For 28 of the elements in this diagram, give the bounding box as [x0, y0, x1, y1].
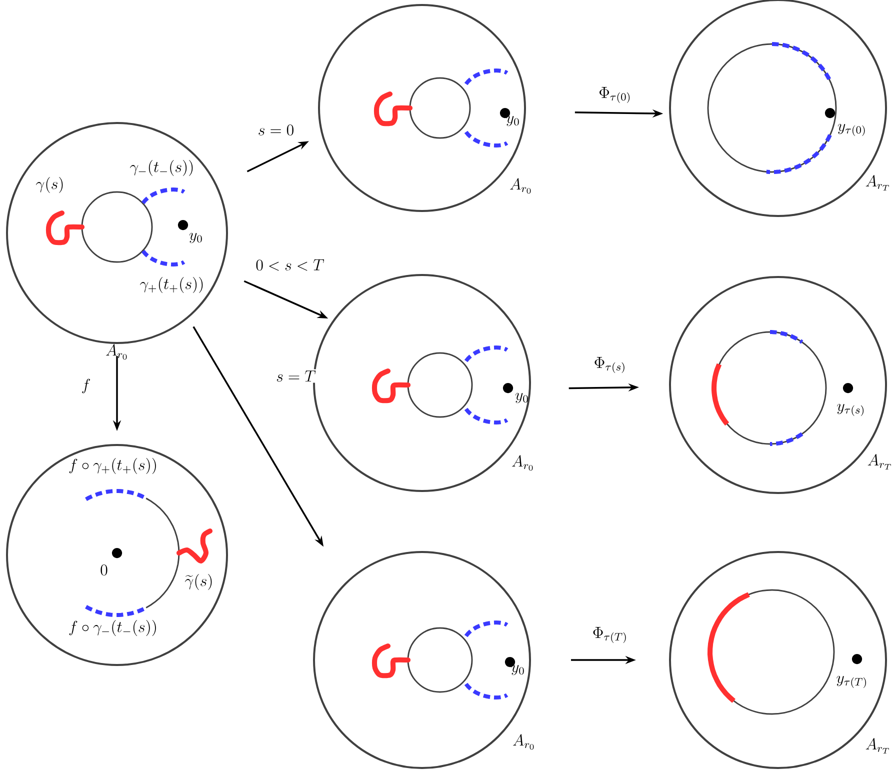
math-label: $\gamma_-(t_-(s))$	[130, 160, 193, 176]
edge-label: $\Phi_{\tau(s)}$	[592, 356, 628, 374]
math-label: $0$	[100, 564, 108, 576]
math-label: $\widetilde{\gamma}(s)$	[185, 574, 212, 590]
region-label: $A_{r_0}$	[513, 734, 534, 750]
math-label: $y_0$	[506, 116, 519, 126]
region-label: $A_{r_T}$	[866, 174, 889, 191]
math-label: $y_0$	[189, 232, 202, 244]
math-label: $f\circ\gamma_-(t_-(s))$	[69, 620, 156, 636]
region-label: $A_{r_0}$	[512, 455, 533, 471]
edge-label: $0<s<T$	[254, 258, 326, 272]
math-label: $y_{\tau(0)}$	[838, 124, 865, 136]
math-label: $y_0$	[511, 664, 524, 676]
region-label: $A_{r_0}$	[106, 344, 127, 360]
region-label: $A_{r_T}$	[866, 738, 889, 754]
math-label: $f\circ\gamma_+(t_+(s))$	[69, 458, 156, 474]
region-label: $A_{r_0}$	[510, 178, 531, 194]
edge-label: $s=T$	[274, 369, 318, 383]
region-label: $A_{r_T}$	[868, 454, 891, 470]
edge-label: $f$	[80, 378, 92, 394]
edge-label: $\Phi_{\tau(T)}$	[591, 626, 629, 644]
math-label: $\gamma(s)$	[36, 177, 63, 194]
math-label: $y_0$	[515, 392, 528, 404]
math-label: $y_{\tau(s)}$	[837, 404, 864, 416]
math-label: $y_{\tau(T)}$	[836, 676, 866, 688]
edge-label: $\Phi_{\tau(0)}$	[597, 86, 633, 104]
math-label: $\gamma_+(t_+(s))$	[140, 277, 203, 294]
edge-label: $s=0$	[256, 124, 296, 136]
